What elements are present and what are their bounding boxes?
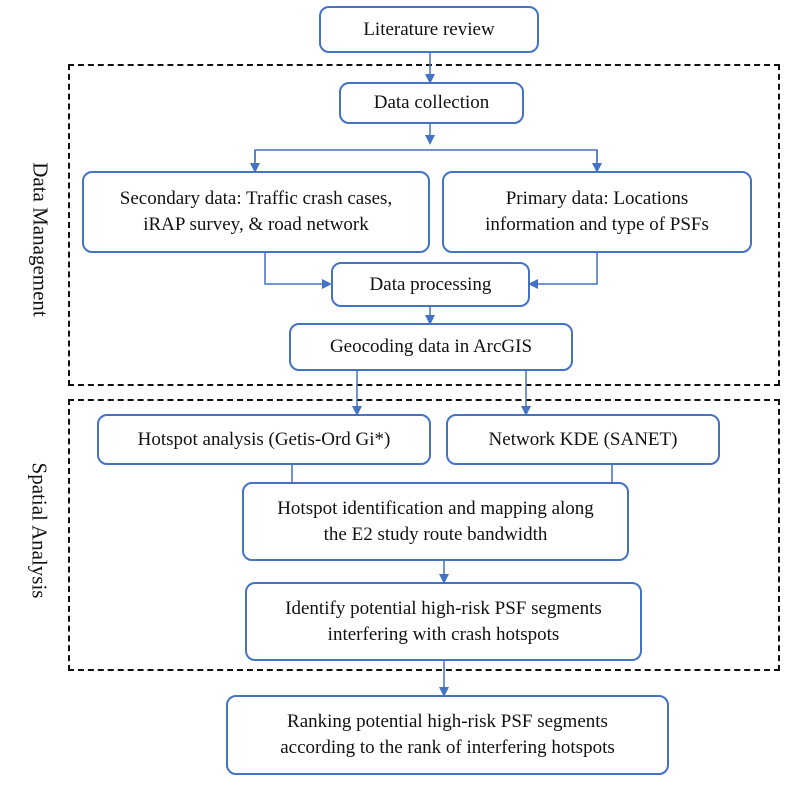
data-management-group — [68, 64, 780, 386]
hotspot-identification-box: Hotspot identification and mapping along… — [242, 482, 629, 561]
hotspot-analysis-label: Hotspot analysis (Getis-Ord Gi*) — [137, 428, 391, 450]
hotspot-identification-line-2: the E2 study route bandwidth — [323, 523, 548, 545]
primary-data-line-1: Primary data: Locations — [505, 188, 689, 209]
data-processing-label: Data processing — [369, 273, 492, 295]
geocoding-label: Geocoding data in ArcGIS — [329, 336, 533, 357]
literature-review-box: Literature review — [319, 6, 539, 53]
spatial-analysis-group — [68, 399, 780, 671]
ranking-box: Ranking potential high-risk PSF segments… — [226, 695, 669, 775]
identify-segments-line-2: interfering with crash hotspots — [327, 623, 560, 645]
secondary-data-line-2: iRAP survey, & road network — [143, 214, 369, 235]
identify-segments-line-1: Identify potential high-risk PSF segment… — [285, 597, 602, 619]
hotspot-analysis-box: Hotspot analysis (Getis-Ord Gi*) — [97, 414, 431, 465]
hotspot-identification-line-1: Hotspot identification and mapping along — [277, 497, 594, 519]
arrow-primary-processing — [528, 252, 598, 289]
secondary-data-line-1: Secondary data: Traffic crash cases, — [119, 188, 393, 209]
ranking-line-2: according to the rank of interfering hot… — [280, 737, 615, 758]
geocoding-box: Geocoding data in ArcGIS — [289, 323, 573, 371]
network-kde-label: Network KDE (SANET) — [488, 428, 678, 450]
data-collection-label: Data collection — [373, 92, 490, 113]
branch-line — [254, 149, 598, 162]
secondary-data-box: Secondary data: Traffic crash cases, iRA… — [82, 171, 430, 253]
literature-review-label: Literature review — [363, 18, 495, 40]
network-kde-box: Network KDE (SANET) — [446, 414, 720, 465]
identify-segments-box: Identify potential high-risk PSF segment… — [245, 582, 642, 661]
primary-data-line-2: information and type of PSFs — [485, 214, 709, 235]
ranking-line-1: Ranking potential high-risk PSF segments — [287, 711, 608, 732]
arrow-secondary-processing — [264, 252, 332, 289]
data-processing-box: Data processing — [331, 262, 530, 307]
data-collection-box: Data collection — [339, 82, 524, 124]
primary-data-box: Primary data: Locations information and … — [442, 171, 752, 253]
